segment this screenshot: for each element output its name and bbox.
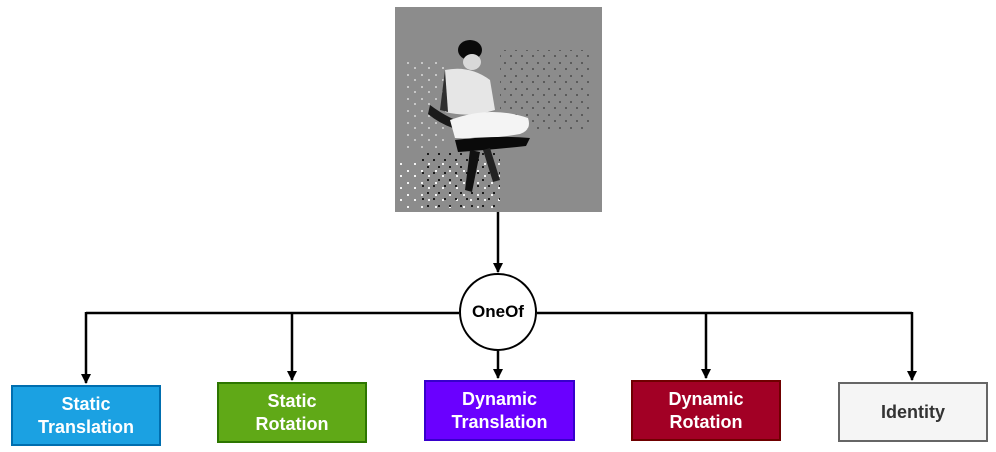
static-rotation-line2: Rotation	[255, 413, 329, 434]
static-translation-line2: Translation	[37, 416, 135, 437]
identity-line1: Identity	[880, 401, 945, 422]
dynamic-translation-line2: Translation	[451, 411, 548, 432]
dynamic-translation-box: Dynamic Translation	[424, 380, 575, 441]
oneof-node: OneOf	[459, 273, 537, 351]
dynamic-rotation-line2: Rotation	[669, 411, 743, 432]
input-event-image	[395, 7, 602, 212]
static-translation-line1: Static	[61, 393, 111, 414]
dynamic-rotation-box: Dynamic Rotation	[631, 380, 781, 441]
static-rotation-line1: Static	[267, 390, 317, 411]
static-translation-box: Static Translation	[11, 385, 161, 446]
dynamic-translation-line1: Dynamic	[461, 388, 538, 409]
identity-box: Identity	[838, 382, 988, 442]
oneof-label: OneOf	[472, 302, 524, 321]
dynamic-rotation-line1: Dynamic	[668, 388, 744, 409]
static-rotation-box: Static Rotation	[217, 382, 367, 443]
